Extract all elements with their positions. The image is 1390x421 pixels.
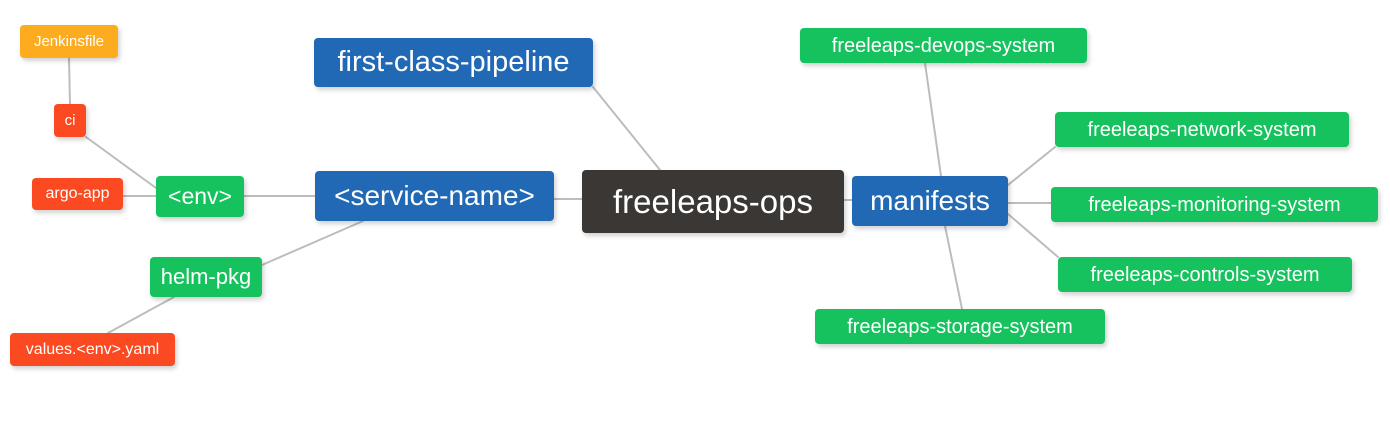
- node-freeleaps-network-system[interactable]: freeleaps-network-system: [1055, 112, 1349, 147]
- node-label: freeleaps-ops: [613, 183, 813, 220]
- edge-manifests-to-freeleaps-controls-system: [1007, 213, 1059, 258]
- edge-first-class-pipeline-to-freeleaps-ops: [592, 86, 661, 171]
- node-helm-pkg[interactable]: helm-pkg: [150, 257, 262, 297]
- node-values-yaml[interactable]: values.<env>.yaml: [10, 333, 175, 366]
- node-label: freeleaps-devops-system: [831, 34, 1056, 57]
- edge-helm-pkg-to-values-yaml: [107, 296, 175, 334]
- node-freeleaps-ops[interactable]: freeleaps-ops: [582, 170, 844, 233]
- node-label: freeleaps-controls-system: [1090, 263, 1320, 286]
- node-label: freeleaps-network-system: [1087, 118, 1317, 141]
- edge-jenkinsfile-to-ci: [68, 57, 71, 105]
- edge-service-name-to-helm-pkg: [261, 220, 364, 266]
- node-manifests[interactable]: manifests: [852, 176, 1008, 226]
- node-freeleaps-controls-system[interactable]: freeleaps-controls-system: [1058, 257, 1352, 292]
- edge-manifests-to-freeleaps-devops-system: [924, 62, 942, 177]
- node-service-name[interactable]: <service-name>: [315, 171, 554, 221]
- node-label: freeleaps-monitoring-system: [1088, 193, 1341, 216]
- node-label: freeleaps-storage-system: [847, 315, 1073, 338]
- edge-manifests-to-freeleaps-network-system: [1007, 146, 1056, 186]
- node-freeleaps-monitoring-system[interactable]: freeleaps-monitoring-system: [1051, 187, 1378, 222]
- node-jenkinsfile[interactable]: Jenkinsfile: [20, 25, 118, 58]
- node-first-class-pipeline[interactable]: first-class-pipeline: [314, 38, 593, 87]
- node-label: Jenkinsfile: [33, 33, 105, 50]
- edge-manifests-to-freeleaps-storage-system: [944, 225, 963, 310]
- node-label: <env>: [168, 183, 232, 209]
- node-env[interactable]: <env>: [156, 176, 244, 217]
- node-label: values.<env>.yaml: [25, 340, 160, 358]
- node-label: helm-pkg: [160, 264, 252, 289]
- node-label: ci: [64, 112, 76, 129]
- node-label: argo-app: [45, 185, 110, 202]
- node-argo-app[interactable]: argo-app: [32, 178, 123, 210]
- node-ci[interactable]: ci: [54, 104, 86, 137]
- node-freeleaps-storage-system[interactable]: freeleaps-storage-system: [815, 309, 1105, 344]
- node-label: first-class-pipeline: [337, 46, 570, 78]
- node-label: manifests: [870, 185, 990, 216]
- node-freeleaps-devops-system[interactable]: freeleaps-devops-system: [800, 28, 1087, 63]
- node-label: <service-name>: [334, 180, 535, 211]
